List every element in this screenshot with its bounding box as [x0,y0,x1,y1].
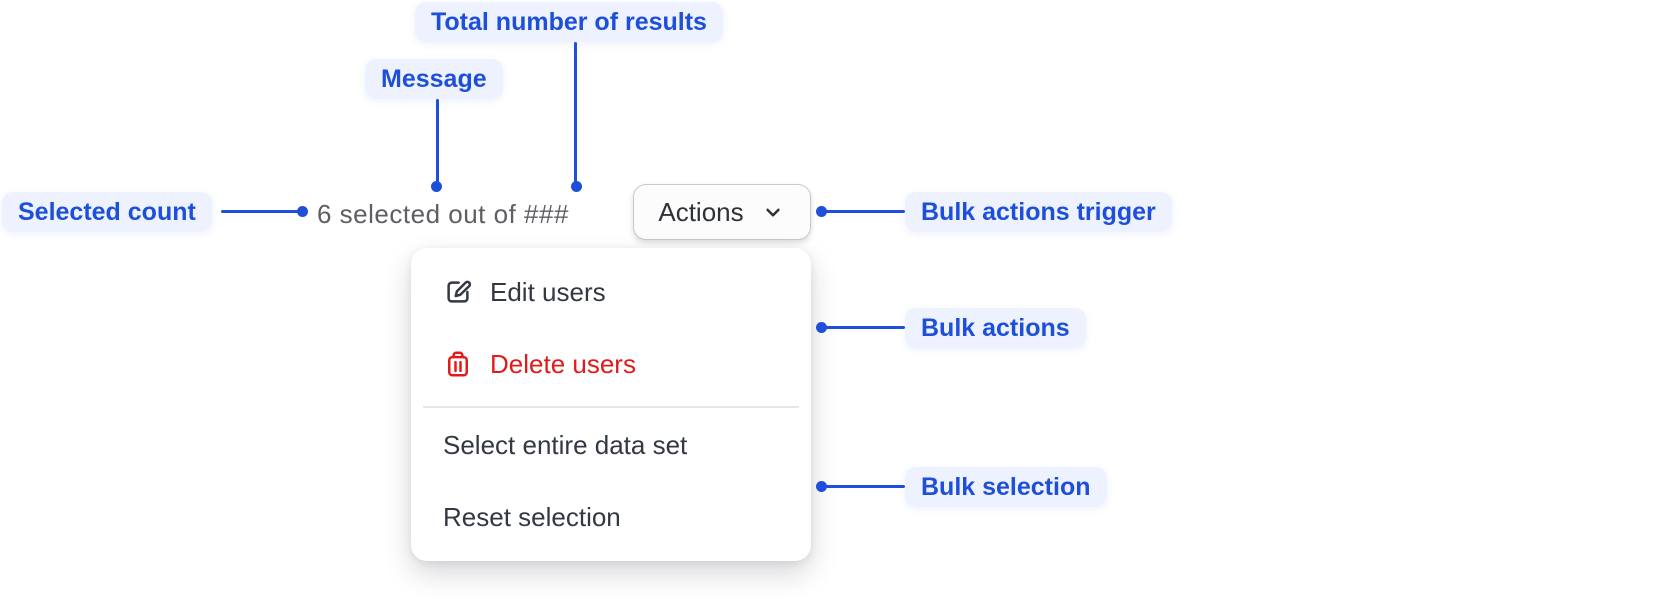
connector-line-message [436,99,439,187]
connector-dot-selected-count [297,206,308,217]
connector-dot-bulk-selection [816,481,827,492]
menu-item-select-entire-data-set[interactable]: Select entire data set [443,423,687,467]
menu-item-label: Delete users [490,348,636,379]
menu-item-edit-users[interactable]: Edit users [443,270,606,314]
chevron-down-icon [760,199,786,225]
menu-divider [423,406,799,408]
annotation-selected-count: Selected count [2,192,212,232]
connector-dot-message [431,181,442,192]
annotation-bulk-actions-trigger: Bulk actions trigger [905,192,1172,232]
selection-message-text: 6 selected out of ### [317,199,569,229]
connector-line-selected-count [221,210,301,213]
connector-line-bulk-actions [824,326,905,329]
menu-item-reset-selection[interactable]: Reset selection [443,495,621,539]
menu-item-label: Select entire data set [443,429,688,460]
bulk-actions-trigger-button[interactable]: Actions [633,184,811,240]
connector-dot-bulk-actions [816,322,827,333]
menu-item-label: Edit users [490,276,606,307]
connector-line-bulk-actions-trigger [824,210,905,213]
menu-item-label: Reset selection [443,501,621,532]
edit-icon [443,277,473,307]
annotation-bulk-selection: Bulk selection [905,467,1107,507]
menu-item-delete-users[interactable]: Delete users [443,342,636,386]
annotation-bulk-actions: Bulk actions [905,308,1086,348]
connector-dot-bulk-actions-trigger [816,206,827,217]
annotation-total-results: Total number of results [415,2,723,42]
trash-icon [443,349,473,379]
annotation-message: Message [365,59,503,99]
actions-button-label: Actions [658,196,744,227]
bulk-actions-menu: Edit users Delete users Select entire da… [411,248,811,561]
connector-line-bulk-selection [824,485,905,488]
connector-line-total-results [574,42,577,187]
connector-dot-total-results [571,181,582,192]
